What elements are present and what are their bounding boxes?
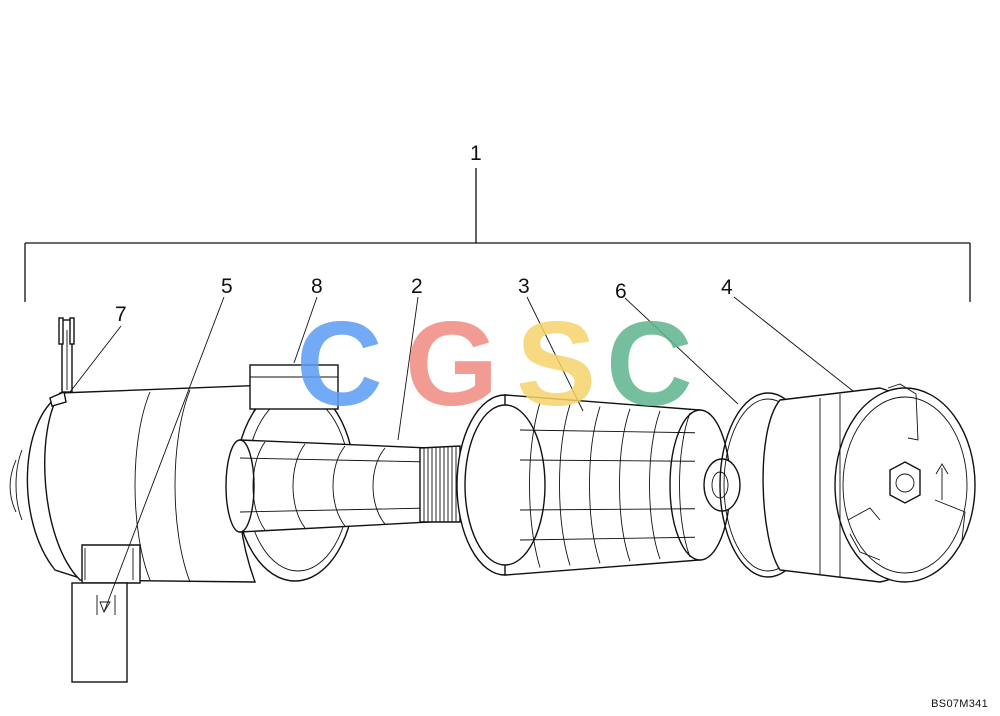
watermark-letter-c2: C [606,297,693,431]
watermark-letter-c1: C [296,297,383,431]
callout-6: 6 [615,280,627,303]
watermark-letter-g: G [405,297,498,431]
safety-filter-element [225,439,461,533]
callout-8: 8 [311,275,323,298]
cgsc-watermark: C G S C [296,297,693,431]
callout-4: 4 [721,276,733,299]
leader-lines [69,296,854,614]
restriction-indicator [58,317,75,393]
callout-2: 2 [411,275,423,298]
callout-5: 5 [221,275,233,298]
callout-3: 3 [518,275,530,298]
callout-7: 7 [115,303,127,326]
watermark-letter-s: S [516,297,596,431]
vacuator-valve [71,544,141,683]
housing-cover [762,383,976,583]
callout-1: 1 [470,142,482,165]
primary-filter-element [456,394,741,576]
drawing-code: BS07M341 [931,698,988,710]
air-cleaner-housing [9,364,356,583]
assembly-bracket [24,168,971,302]
